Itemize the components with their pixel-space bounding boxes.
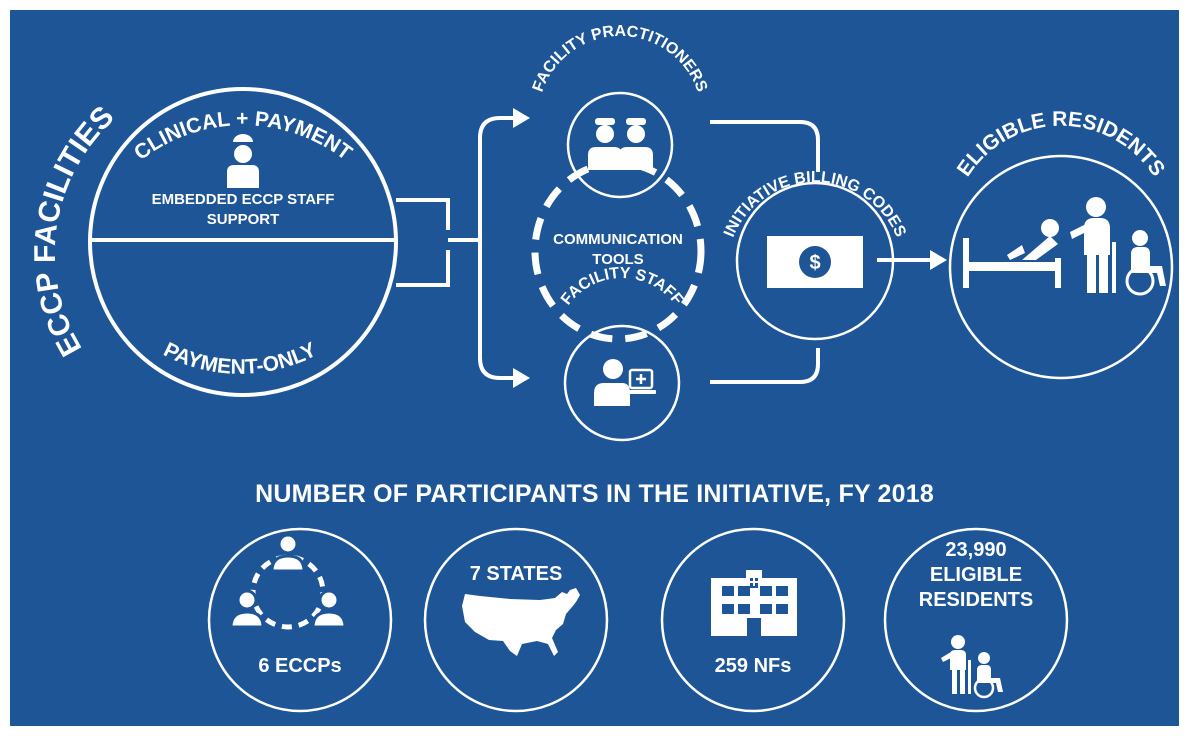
patient-bed-icon [963, 219, 1061, 288]
stat-residents-line-3: RESIDENTS [918, 589, 1034, 611]
stat-nfs: 259 NFs [714, 655, 792, 677]
billing-connectors [710, 120, 935, 384]
flow-connectors [396, 116, 515, 380]
stat-residents: 23,990 ELIGIBLE RESIDENTS [896, 538, 1056, 613]
elderly-residents-small-icon [941, 635, 1003, 699]
communication-tools-line-2: TOOLS [592, 251, 644, 268]
nurse-icon [619, 118, 653, 170]
wheelchair-icon [1125, 230, 1166, 296]
stat-residents-count: 23,990 [945, 539, 1007, 561]
arrow-to-practitioners [513, 108, 530, 128]
communication-tools-text: COMMUNICATION TOOLS [538, 230, 698, 270]
embedded-staff-line-2: SUPPORT [206, 211, 280, 228]
flow-diagram: ECCP FACILITIES CLINICAL + PAYMENT PAYME… [29, 23, 1174, 713]
facility-staff-circle [563, 324, 681, 442]
stat-states: 7 STATES [469, 563, 563, 585]
embedded-staff-line-1: EMBEDDED ECCP STAFF [151, 191, 335, 208]
people-network-icon [229, 533, 347, 630]
billing-codes-circle [735, 181, 895, 341]
communication-tools-line-1: COMMUNICATION [553, 231, 683, 248]
nursing-facility-icon [711, 570, 797, 636]
eccp-facilities-circle [88, 87, 398, 397]
facility-staff-label: FACILITY STAFF [558, 265, 686, 309]
dollar-bill-icon: $ [767, 236, 863, 288]
stat-circle-nfs [660, 527, 846, 713]
stat-circle-eccps [207, 527, 393, 713]
usa-map-icon [462, 588, 580, 656]
embedded-staff-text: EMBEDDED ECCP STAFF SUPPORT [123, 190, 363, 230]
stat-circle-states [423, 527, 609, 713]
clinician-icon [227, 134, 259, 188]
elderly-cane-icon [1070, 197, 1116, 293]
arrow-to-residents [930, 250, 947, 270]
stat-eccps: 6 ECCPs [258, 655, 342, 677]
billing-codes-label: INITIATIVE BILLING CODES [721, 169, 909, 240]
facility-practitioners-label: FACILITY PRACTITIONERS [530, 23, 711, 95]
participants-title: NUMBER OF PARTICIPANTS IN THE INITIATIVE… [255, 480, 934, 508]
eccp-facilities-label: ECCP FACILITIES [29, 100, 120, 362]
dollar-symbol: $ [809, 252, 820, 274]
eligible-residents-label: ELIGIBLE RESIDENTS [953, 108, 1170, 181]
infographic-panel: ECCP FACILITIES CLINICAL + PAYMENT PAYME… [10, 10, 1179, 726]
arrow-to-staff [513, 368, 530, 388]
payment-only-label: PAYMENT-ONLY [160, 338, 320, 379]
stat-circle-residents [883, 527, 1069, 713]
facility-practitioners-circle [566, 91, 674, 199]
staff-laptop-icon [594, 359, 656, 406]
eligible-residents-circle [948, 154, 1174, 380]
communication-tools-ring [531, 159, 705, 343]
stat-residents-line-2: ELIGIBLE [929, 564, 1023, 586]
